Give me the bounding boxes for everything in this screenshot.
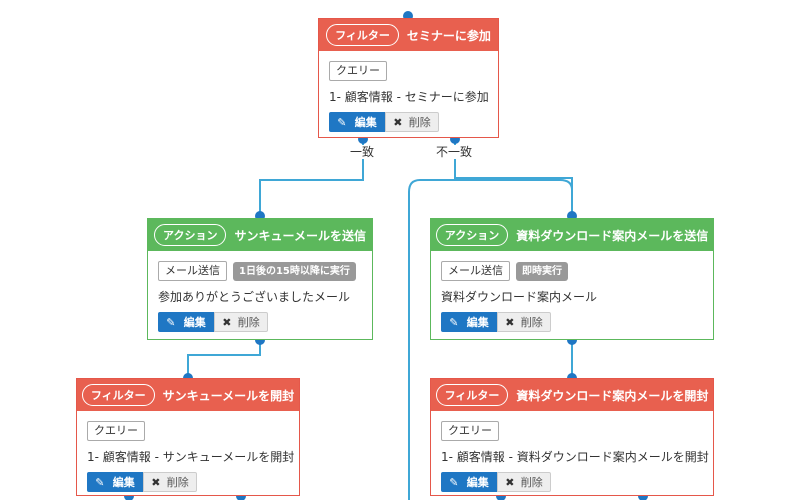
edit-button[interactable]: ✎編集 <box>329 112 385 132</box>
close-icon: ✖ <box>393 115 403 129</box>
node-description: 1- 顧客情報 - 資料ダウンロード案内メールを開封 <box>441 450 709 464</box>
node-header: フィルター セミナーに参加 <box>319 19 498 51</box>
close-icon: ✖ <box>505 315 515 329</box>
edit-button[interactable]: ✎編集 <box>441 312 497 332</box>
node-description: 資料ダウンロード案内メール <box>441 290 598 304</box>
edit-button[interactable]: ✎編集 <box>158 312 214 332</box>
delete-button[interactable]: ✖削除 <box>497 472 551 492</box>
flow-node-seminar-filter[interactable]: フィルター セミナーに参加 クエリー 1- 顧客情報 - セミナーに参加 ✎編集… <box>318 18 499 138</box>
node-tag: クエリー <box>441 421 499 441</box>
node-title: 資料ダウンロード案内メールを開封 <box>516 388 709 403</box>
edit-button[interactable]: ✎編集 <box>87 472 143 492</box>
delete-button[interactable]: ✖削除 <box>385 112 439 132</box>
delete-button[interactable]: ✖削除 <box>214 312 268 332</box>
edit-icon: ✎ <box>166 315 176 329</box>
node-header: フィルター サンキューメールを開封 <box>77 379 299 411</box>
node-type-pill: アクション <box>435 224 509 246</box>
node-description: 1- 顧客情報 - サンキューメールを開封 <box>87 450 295 464</box>
node-type-pill: フィルター <box>435 384 509 406</box>
connector-n2-n4 <box>187 340 261 376</box>
node-title: セミナーに参加 <box>406 28 491 43</box>
node-header: フィルター 資料ダウンロード案内メールを開封 <box>431 379 713 411</box>
flow-node-thankyou-open-filter[interactable]: フィルター サンキューメールを開封 クエリー 1- 顧客情報 - サンキューメー… <box>76 378 300 496</box>
edit-icon: ✎ <box>449 315 459 329</box>
connector-outer <box>408 179 573 500</box>
node-tag: メール送信 <box>441 261 510 281</box>
edit-icon: ✎ <box>449 475 459 489</box>
node-tag: クエリー <box>329 61 387 81</box>
edit-icon: ✎ <box>337 115 347 129</box>
node-type-pill: フィルター <box>326 24 399 46</box>
node-title: 資料ダウンロード案内メールを送信 <box>516 228 709 243</box>
node-type-pill: アクション <box>154 224 227 246</box>
node-title: サンキューメールを開封 <box>162 388 295 403</box>
flow-node-download-open-filter[interactable]: フィルター 資料ダウンロード案内メールを開封 クエリー 1- 顧客情報 - 資料… <box>430 378 714 496</box>
schedule-badge: 1日後の15時以降に実行 <box>233 261 356 281</box>
delete-button[interactable]: ✖削除 <box>143 472 197 492</box>
node-header: アクション 資料ダウンロード案内メールを送信 <box>431 219 713 251</box>
flow-node-thankyou-action[interactable]: アクション サンキューメールを送信 メール送信 1日後の15時以降に実行 参加あ… <box>147 218 373 340</box>
node-description: 1- 顧客情報 - セミナーに参加 <box>329 90 489 104</box>
edit-icon: ✎ <box>95 475 105 489</box>
schedule-badge: 即時実行 <box>516 261 568 281</box>
node-header: アクション サンキューメールを送信 <box>148 219 372 251</box>
node-title: サンキューメールを送信 <box>234 228 366 243</box>
branch-label-match: 一致 <box>349 145 376 159</box>
connector-match <box>259 139 364 214</box>
node-description: 参加ありがとうございましたメール <box>158 290 351 304</box>
node-type-pill: フィルター <box>81 384 155 406</box>
node-tag: メール送信 <box>158 261 227 281</box>
node-tag: クエリー <box>87 421 145 441</box>
flow-node-download-action[interactable]: アクション 資料ダウンロード案内メールを送信 メール送信 即時実行 資料ダウンロ… <box>430 218 714 340</box>
branch-label-nomatch: 不一致 <box>435 145 474 159</box>
edit-button[interactable]: ✎編集 <box>441 472 497 492</box>
close-icon: ✖ <box>222 315 232 329</box>
delete-button[interactable]: ✖削除 <box>497 312 551 332</box>
close-icon: ✖ <box>505 475 515 489</box>
close-icon: ✖ <box>151 475 161 489</box>
